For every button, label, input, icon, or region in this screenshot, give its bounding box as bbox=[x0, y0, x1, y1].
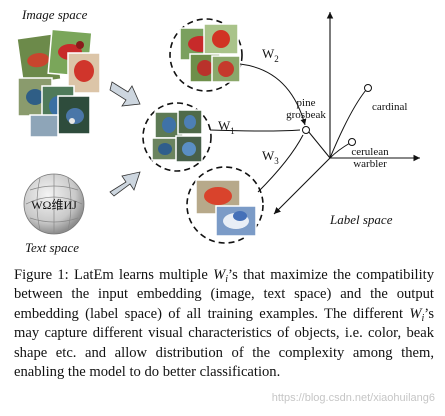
w2-label: W2 bbox=[262, 46, 279, 64]
caption-part2: ’s that maximize the compatibility betwe… bbox=[14, 267, 434, 322]
w1-label: W1 bbox=[218, 118, 235, 136]
caption-prefix: Figure 1: LatEm learns multiple bbox=[14, 267, 214, 283]
latem-figure: Image space WΩ维ИJ Text space bbox=[16, 7, 420, 255]
input-arrows bbox=[109, 81, 141, 197]
image-space-bird-collage bbox=[16, 28, 101, 138]
w3-embedding-circle bbox=[186, 166, 264, 244]
label-space-label: Label space bbox=[329, 212, 393, 227]
image-space-label: Image space bbox=[21, 7, 88, 22]
mapping-curves bbox=[209, 63, 307, 193]
figure-caption: Figure 1: LatEm learns multiple Wi’s tha… bbox=[14, 266, 434, 382]
caption-math-wi-1: Wi bbox=[213, 267, 229, 285]
cerulean-warbler-node bbox=[348, 138, 356, 146]
w1-embedding-circle bbox=[142, 102, 212, 172]
w2-embedding-circle bbox=[169, 18, 243, 92]
text-space-label: Text space bbox=[25, 240, 79, 255]
class-vectors bbox=[307, 89, 367, 159]
watermark: https://blog.csdn.net/xiaohuilang6 bbox=[271, 392, 435, 404]
image-to-embedding-arrow bbox=[109, 81, 141, 107]
pine-grosbeak-node bbox=[302, 126, 310, 134]
wikipedia-logo-letters: WΩ维ИJ bbox=[31, 198, 77, 212]
wikipedia-globe-icon: WΩ维ИJ bbox=[23, 173, 85, 235]
caption-part3: ’s may capture different visual characte… bbox=[14, 305, 434, 381]
label-space-axes bbox=[273, 12, 420, 215]
w2-mapping-curve bbox=[239, 63, 307, 126]
w3-label: W3 bbox=[262, 148, 279, 166]
caption-math-wi-2: Wi bbox=[409, 305, 425, 324]
w3-mapping-curve bbox=[257, 134, 304, 193]
cardinal-node bbox=[364, 84, 372, 92]
cardinal-label: cardinal bbox=[372, 101, 407, 113]
w1-mapping-curve bbox=[209, 129, 301, 132]
text-to-embedding-arrow bbox=[109, 171, 141, 197]
